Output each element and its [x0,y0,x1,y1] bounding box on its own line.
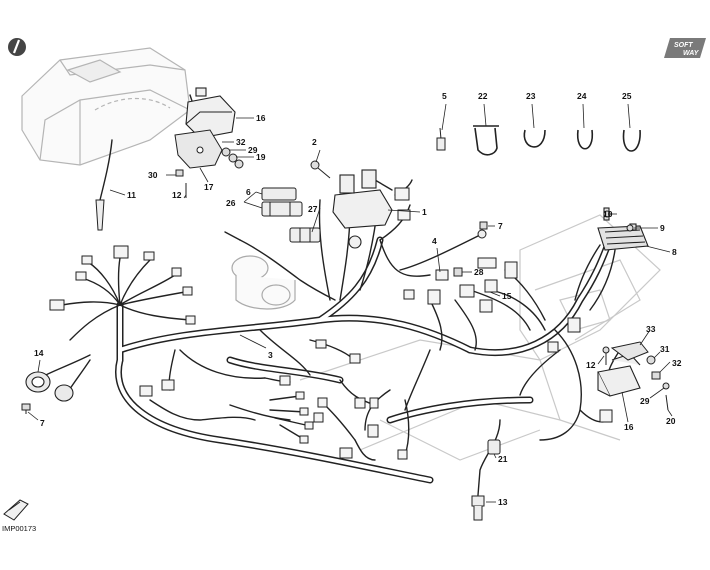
coil-16 [597,353,641,397]
part-5-icon [436,127,446,151]
leader-lines [27,103,673,503]
branch-wires [39,94,621,496]
callout-24: 24 [577,91,587,101]
callout-23: 23 [526,91,536,101]
callout-32-right: 32 [672,358,682,368]
callout-1: 1 [422,207,427,217]
callout-11: 11 [127,190,136,200]
horn-ghost [231,255,296,310]
relay-16 [185,87,236,139]
callout-17: 17 [204,182,214,192]
view-direction-icon [3,499,29,521]
softway-logo: SOFT WAY [664,38,706,58]
callout-21: 21 [498,454,508,464]
callout-32-top: 32 [236,137,246,147]
screw-7 [479,221,488,230]
screw-9 [626,224,634,232]
callout-12-right: 12 [586,360,596,370]
lead-4 [477,229,487,239]
screw-icon [21,403,31,414]
callout-16-right: 16 [624,422,634,432]
callout-labels: 16 32 29 19 30 17 12 11 2 1 6 26 27 4 7 … [34,91,682,507]
callout-12-top: 12 [172,190,182,200]
callout-6: 6 [246,187,251,197]
clip-23-icon [523,129,546,148]
callout-20: 20 [666,416,676,426]
main-harness [115,236,614,484]
callout-19: 19 [256,152,266,162]
screw-12-right [602,346,610,365]
callout-14: 14 [34,348,44,358]
callout-31: 31 [660,344,670,354]
sensor-21-13 [471,439,501,521]
callout-26: 26 [226,198,236,208]
connectors [49,187,613,460]
callout-4: 4 [432,236,437,246]
bracket-33 [610,341,649,361]
logo-line1: SOFT [674,42,693,49]
callout-15: 15 [502,291,512,301]
washers-29-32-19 [221,147,244,169]
clip-22-icon [473,125,499,156]
callout-30: 30 [148,170,158,180]
callout-3: 3 [268,350,273,360]
callout-27: 27 [308,204,318,214]
callout-7-left: 7 [40,418,45,428]
page-marker-icon [8,38,26,56]
callout-33: 33 [646,324,656,334]
connector-14 [25,371,74,402]
reference-code: IMP00173 [2,524,36,533]
hardware-31-32-29-20 [646,355,670,411]
clip-24-icon [576,129,594,150]
callout-28: 28 [474,267,484,277]
callout-5: 5 [442,91,447,101]
fuse-holder-6-26 [261,187,303,217]
callout-29-right: 29 [640,396,650,406]
callout-9: 9 [660,223,665,233]
bracket-17 [174,129,223,169]
callout-22: 22 [478,91,488,101]
callout-16-top: 16 [256,113,266,123]
lead-11 [95,199,105,231]
fuel-tank-ghost [21,47,191,166]
callout-25: 25 [622,91,632,101]
callout-7-mid: 7 [498,221,503,231]
component-27 [289,227,321,243]
relay-block-1 [332,169,393,249]
callout-2: 2 [312,137,317,147]
callout-29-top: 29 [248,145,258,155]
callout-8: 8 [672,247,677,257]
grommet-28 [453,267,463,277]
callout-10: 10 [603,209,613,219]
logo-line2: WAY [683,50,700,57]
screw-2 [310,160,331,179]
clip-25-icon [622,129,641,152]
callout-13: 13 [498,497,508,507]
